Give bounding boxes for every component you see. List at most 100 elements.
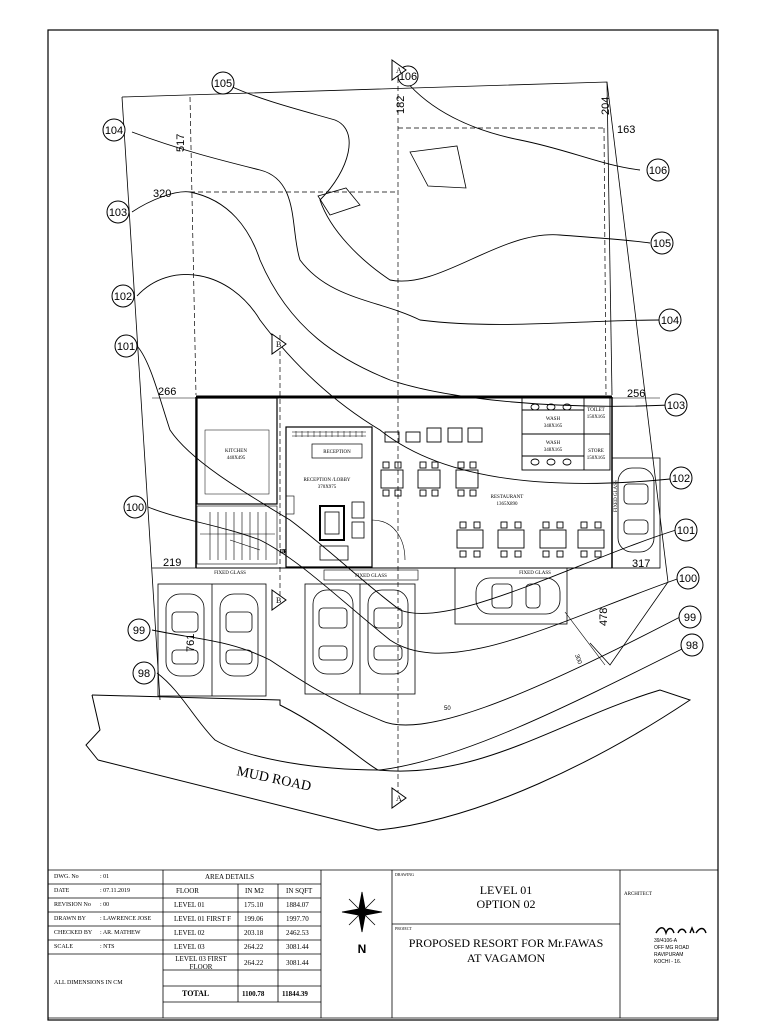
contour-label-103-right: 103: [664, 393, 688, 417]
mud-road: MUD ROAD: [85, 689, 692, 831]
parking-bays: [157, 457, 661, 697]
contour-label-98-right: 98: [680, 633, 704, 657]
dim-204: 204: [600, 97, 612, 115]
dim-761: 761: [185, 634, 197, 652]
fixed-glass-label-2: FIXED GLASS: [355, 574, 387, 579]
svg-text:105: 105: [214, 78, 232, 90]
section-marker-b-bottom: B: [271, 589, 287, 611]
svg-text:B: B: [276, 596, 281, 605]
contour-label-101-left: 101: [114, 334, 138, 358]
store-size: 150X165: [587, 456, 606, 461]
contour-label-98-left: 98: [132, 661, 156, 685]
area-row-sqft: 2462.53: [286, 929, 309, 937]
dwg-no-label: DWG. No: [54, 874, 79, 880]
area-row-floor: LEVEL 01: [174, 901, 205, 909]
area-details-title: AREA DETAILS: [205, 873, 255, 881]
fixed-glass-label-1: FIXED GLASS: [214, 571, 246, 576]
date-label: DATE: [54, 888, 70, 894]
svg-text:100: 100: [679, 573, 697, 585]
area-total-m2: 1100.78: [242, 990, 265, 998]
svg-text:99: 99: [684, 612, 696, 624]
car-icon: [165, 593, 205, 677]
car-icon: [617, 467, 655, 553]
architect-caption: ARCHITECT: [624, 892, 653, 897]
dim-300: 300: [573, 654, 582, 666]
svg-text:UP: UP: [280, 550, 287, 555]
car-icon: [475, 577, 561, 615]
dim-219: 219: [163, 557, 181, 569]
svg-text:106: 106: [649, 165, 667, 177]
drawing-title-line2: OPTION 02: [476, 897, 536, 911]
wash2-label: WASH: [546, 441, 561, 446]
drawing-title-line1: LEVEL 01: [479, 883, 533, 897]
svg-text:103: 103: [109, 207, 127, 219]
drawing-caption: DRAWING: [395, 872, 415, 877]
car-icon: [219, 593, 259, 677]
svg-text:104: 104: [105, 125, 123, 137]
rock-outcrop: [317, 145, 467, 216]
lobby-sofa-set: [319, 501, 365, 561]
area-row-floor: LEVEL 03: [174, 943, 205, 951]
area-row-floor: LEVEL 01 FIRST F: [174, 915, 231, 923]
reception-label: RECEPTION: [323, 450, 351, 455]
svg-text:103: 103: [667, 400, 685, 412]
contour-label-99-left: 99: [127, 618, 151, 642]
restaurant-size: 1365X890: [496, 502, 518, 507]
kitchen-label: KITCHEN: [225, 449, 247, 454]
counter-hatch: [292, 431, 366, 437]
svg-text:B: B: [276, 340, 281, 349]
architect-address-line1: 39/4106-A: [654, 938, 678, 944]
dim-163: 163: [617, 124, 635, 136]
area-row-m2: 175.10: [244, 901, 264, 909]
car-icon: [367, 589, 409, 675]
toilet-block: [521, 397, 611, 471]
area-row-sqft: 1997.70: [286, 915, 309, 923]
reception-desk: [311, 443, 363, 459]
revision-label: REVISION No: [54, 902, 91, 908]
dwg-no-value: : 01: [100, 874, 110, 880]
dim-517: 517: [175, 134, 187, 152]
contour-label-103-left: 103: [106, 200, 130, 224]
road-label: MUD ROAD: [235, 764, 312, 794]
svg-text:102: 102: [114, 291, 132, 303]
lobby-label: RECEPTION /LOBBY: [303, 478, 350, 483]
kitchen-room: [196, 397, 278, 505]
svg-text:100: 100: [126, 502, 144, 514]
section-markers: A A B B: [271, 59, 407, 809]
dim-317: 317: [632, 558, 650, 570]
contour-label-105-right: 105: [650, 231, 674, 255]
date-value: : 07.11.2019: [100, 888, 130, 894]
restaurant-tables: [380, 427, 605, 558]
dim-266: 266: [158, 386, 176, 398]
area-header-sqft: IN SQFT: [286, 887, 313, 895]
checked-by-value: : AR. MATHEW: [100, 930, 141, 936]
contour-labels: 106 105 104 103 102 101 100 99: [102, 65, 704, 685]
dim-50: 50: [444, 706, 451, 712]
fixed-glass-label-3: FIXED GLASS: [519, 571, 551, 576]
kitchen-size: 440X495: [227, 456, 246, 461]
dim-256: 256: [627, 388, 645, 400]
restaurant-label: RESTAURANT: [491, 495, 524, 500]
contour-label-106-right: 106: [646, 158, 670, 182]
sheet-border: [47, 29, 719, 1021]
contour-label-100-right: 100: [676, 566, 700, 590]
svg-text:106: 106: [399, 71, 417, 83]
drawn-by-value: : LAWRENCE JOSE: [100, 916, 152, 922]
scale-value: : NTS: [100, 944, 115, 950]
contour-label-102-left: 102: [111, 284, 135, 308]
area-row-m2: 203.18: [244, 929, 264, 937]
project-caption: PROJECT: [395, 926, 412, 931]
contour-label-100-left: 100: [123, 495, 147, 519]
svg-text:102: 102: [672, 473, 690, 485]
building-level-01: KITCHEN 440X495 UP: [152, 395, 619, 581]
dim-478: 478: [598, 608, 610, 626]
wash1-label: WASH: [546, 417, 561, 422]
architect-address-line2: OFF MG ROAD: [654, 945, 690, 951]
section-marker-a-top: A: [391, 59, 407, 81]
area-total-sqft: 11844.39: [282, 990, 308, 998]
contour-label-101-right: 101: [674, 518, 698, 542]
lobby-size: 370X975: [318, 485, 337, 490]
project-title-line2: AT VAGAMON: [466, 951, 546, 965]
contour-label-102-right: 102: [669, 466, 693, 490]
